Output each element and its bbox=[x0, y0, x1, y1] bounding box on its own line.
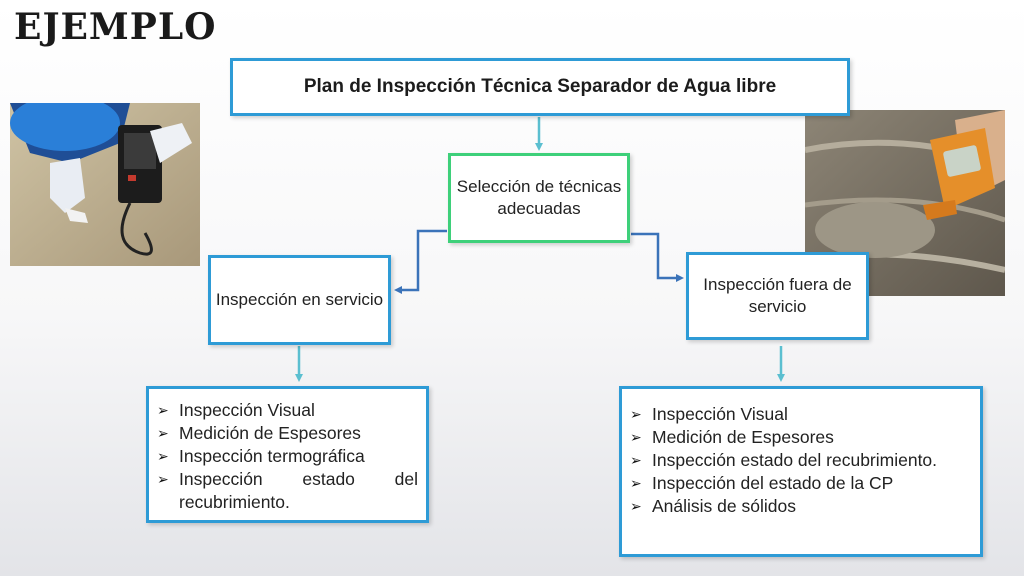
list-item: ➢Inspección Visual bbox=[630, 404, 788, 424]
arrow-bullet-icon: ➢ bbox=[157, 402, 169, 418]
inspection-photo-thickness-gauge bbox=[10, 103, 200, 266]
arrow-bullet-icon: ➢ bbox=[157, 448, 169, 464]
in-service-label: Inspección en servicio bbox=[215, 290, 384, 309]
arrow-bullet-icon: ➢ bbox=[630, 429, 642, 445]
arrow-bullet-icon: ➢ bbox=[630, 452, 642, 468]
arrow-bullet-icon: ➢ bbox=[157, 471, 169, 487]
list-item: ➢Medición de Espesores bbox=[157, 423, 361, 443]
plan-title-box: Plan de Inspección Técnica Separador de … bbox=[230, 58, 850, 116]
list-item: ➢Análisis de sólidos bbox=[630, 496, 796, 516]
selection-label: Selección de técnicas adecuadas bbox=[456, 177, 622, 218]
plan-title: Plan de Inspección Técnica Separador de … bbox=[303, 76, 777, 97]
arrow-bullet-icon: ➢ bbox=[157, 425, 169, 441]
in-service-box: Inspección en servicio bbox=[208, 255, 391, 345]
heading: EJEMPLO bbox=[14, 6, 217, 48]
inspection-photo-coating-gauge bbox=[805, 110, 1005, 296]
out-of-service-label: Inspección fuera de servicio bbox=[703, 275, 852, 316]
arrow-bullet-icon: ➢ bbox=[630, 475, 642, 491]
arrow-selection-to-in-service bbox=[394, 229, 447, 294]
list-item: ➢Inspección del estado de la CP bbox=[630, 473, 894, 493]
list-item: ➢Medición de Espesores bbox=[630, 427, 834, 447]
arrow-bullet-icon: ➢ bbox=[630, 498, 642, 514]
selection-box: Selección de técnicas adecuadas bbox=[448, 153, 630, 243]
list-item: ➢Inspección estado del recubrimiento. bbox=[630, 450, 938, 470]
arrow-bullet-icon: ➢ bbox=[630, 406, 642, 422]
arrow-selection-to-out-of-service bbox=[631, 232, 684, 282]
out-of-service-techniques-list: ➢Inspección Visual ➢Medición de Espesore… bbox=[619, 386, 983, 557]
list-item: ➢Inspección Visual bbox=[157, 400, 315, 420]
list-item: ➢Inspección estado del recubrimiento. bbox=[157, 469, 418, 512]
list-item: ➢Inspección termográfica bbox=[157, 446, 365, 466]
out-of-service-box: Inspección fuera de servicio bbox=[686, 252, 869, 340]
in-service-techniques-list: ➢Inspección Visual ➢Medición de Espesore… bbox=[146, 386, 429, 523]
